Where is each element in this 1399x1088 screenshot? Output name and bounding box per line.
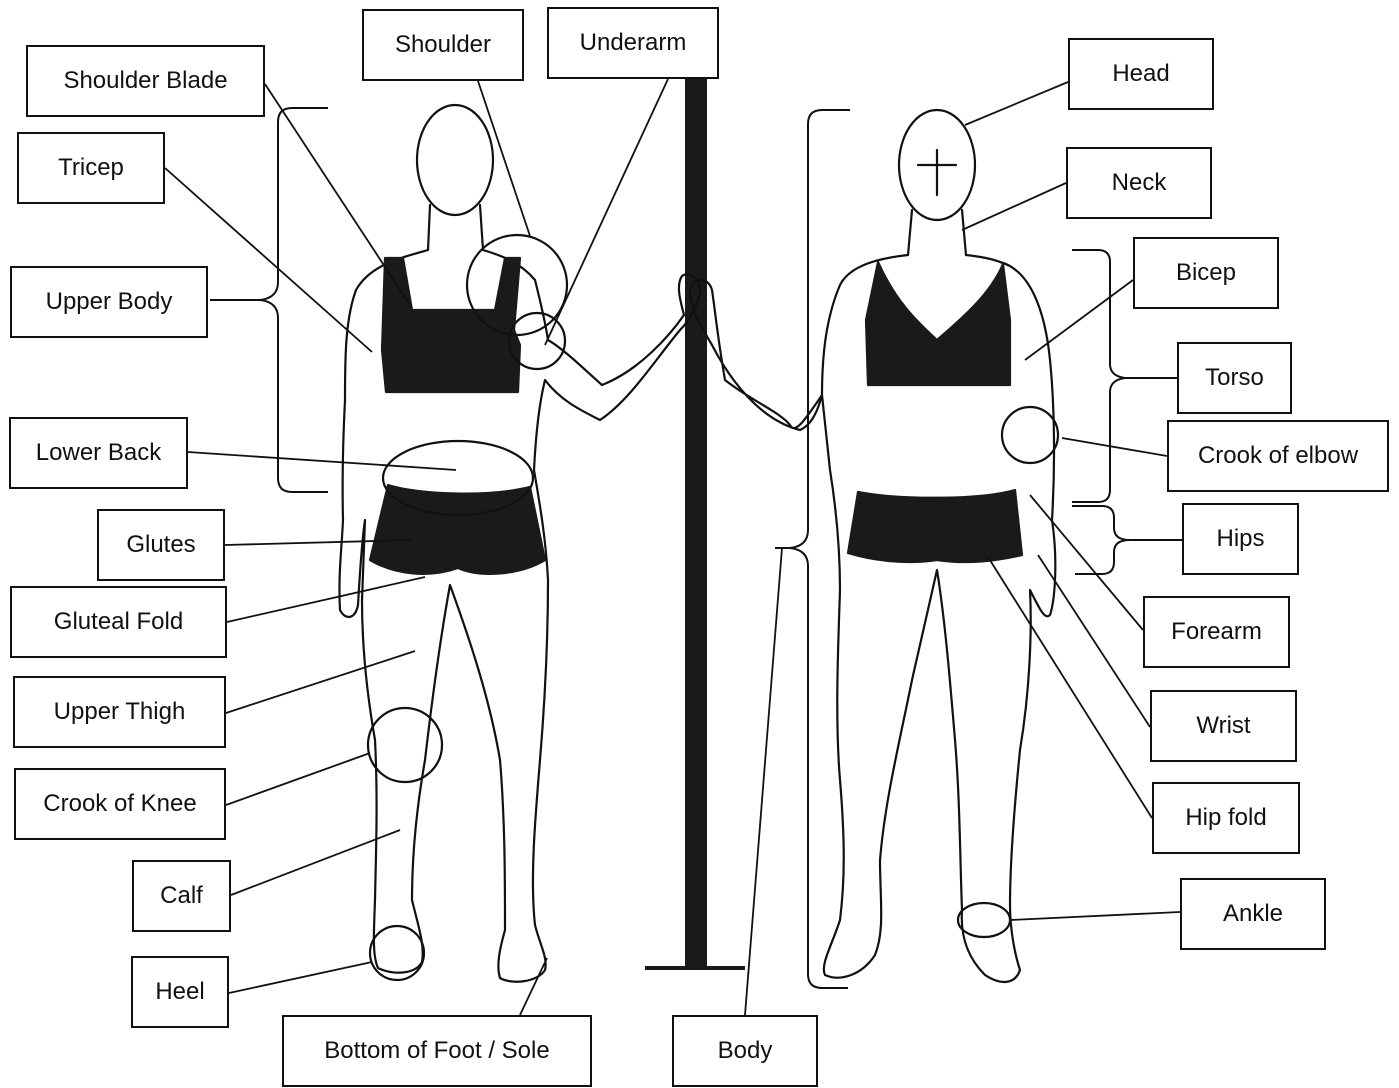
shoulder-circle: [465, 233, 569, 337]
label-torso: Torso: [1177, 342, 1292, 414]
label-lower-back: Lower Back: [9, 417, 188, 489]
front-sports-bra: [864, 260, 1012, 387]
label-shoulder-blade: Shoulder Blade: [26, 45, 265, 117]
leader-ankle: [1009, 911, 1181, 921]
body-bracket: [775, 109, 850, 989]
label-wrist: Wrist: [1150, 690, 1297, 762]
label-hip-fold: Hip fold: [1152, 782, 1300, 854]
leader-bottom-of-foot: [519, 957, 548, 1016]
leader-heel: [228, 961, 373, 994]
front-neck: [906, 208, 968, 257]
ankle-ellipse: [956, 901, 1012, 939]
label-bicep: Bicep: [1133, 237, 1279, 309]
back-sports-bra: [380, 256, 522, 394]
leader-shoulder-blade: [264, 83, 411, 306]
label-heel: Heel: [131, 956, 229, 1028]
brackets: [210, 107, 1182, 989]
leader-crook-of-knee: [225, 752, 371, 806]
front-head: [897, 108, 977, 222]
label-body: Body: [672, 1015, 818, 1087]
leader-wrist: [1037, 554, 1151, 728]
leader-hip-fold: [987, 556, 1153, 819]
label-upper-body: Upper Body: [10, 266, 208, 338]
crook-of-elbow-circle: [1000, 405, 1060, 465]
leader-glutes: [224, 539, 413, 546]
leader-forearm: [1029, 494, 1144, 631]
front-view-figure: [688, 108, 1057, 983]
leader-underarm: [544, 78, 669, 346]
upper-body-bracket: [210, 107, 328, 493]
label-crook-of-elbow: Crook of elbow: [1167, 420, 1389, 492]
leader-neck: [961, 182, 1067, 231]
label-underarm: Underarm: [547, 7, 719, 79]
leader-shoulder: [477, 80, 531, 237]
hips-bracket: [1072, 505, 1182, 575]
back-head: [415, 103, 495, 217]
label-tricep: Tricep: [17, 132, 165, 204]
leader-gluteal-fold: [226, 576, 426, 623]
torso-bracket: [1072, 249, 1178, 503]
label-neck: Neck: [1066, 147, 1212, 219]
lower-back-ellipse: [381, 439, 535, 517]
label-shoulder: Shoulder: [362, 9, 524, 81]
underarm-circle: [507, 311, 567, 371]
back-view-figure: [338, 103, 702, 983]
label-calf: Calf: [132, 860, 231, 932]
label-head: Head: [1068, 38, 1214, 110]
label-hips: Hips: [1182, 503, 1299, 575]
label-upper-thigh: Upper Thigh: [13, 676, 226, 748]
leader-calf: [230, 829, 401, 896]
label-glutes: Glutes: [97, 509, 225, 581]
label-crook-of-knee: Crook of Knee: [14, 768, 226, 840]
label-bottom-of-foot: Bottom of Foot / Sole: [282, 1015, 592, 1087]
leader-upper-thigh: [225, 650, 416, 714]
leader-tricep: [164, 167, 373, 353]
highlight-circles: [366, 233, 1060, 982]
leader-lower-back: [187, 451, 457, 471]
front-shorts: [846, 488, 1024, 564]
label-forearm: Forearm: [1143, 596, 1290, 668]
leader-body: [744, 547, 783, 1016]
back-body-outline: [338, 248, 702, 983]
leader-bicep: [1024, 279, 1134, 361]
leader-crook-of-elbow: [1061, 437, 1168, 457]
back-neck: [426, 203, 485, 252]
heel-circle: [368, 924, 426, 982]
pole: [645, 78, 745, 970]
leader-head: [964, 81, 1069, 126]
crook-of-knee-circle: [366, 706, 444, 784]
label-gluteal-fold: Gluteal Fold: [10, 586, 227, 658]
label-ankle: Ankle: [1180, 878, 1326, 950]
front-body-outline: [688, 253, 1057, 983]
leader-lines: [164, 78, 1181, 1016]
front-face-cross: [916, 148, 958, 197]
